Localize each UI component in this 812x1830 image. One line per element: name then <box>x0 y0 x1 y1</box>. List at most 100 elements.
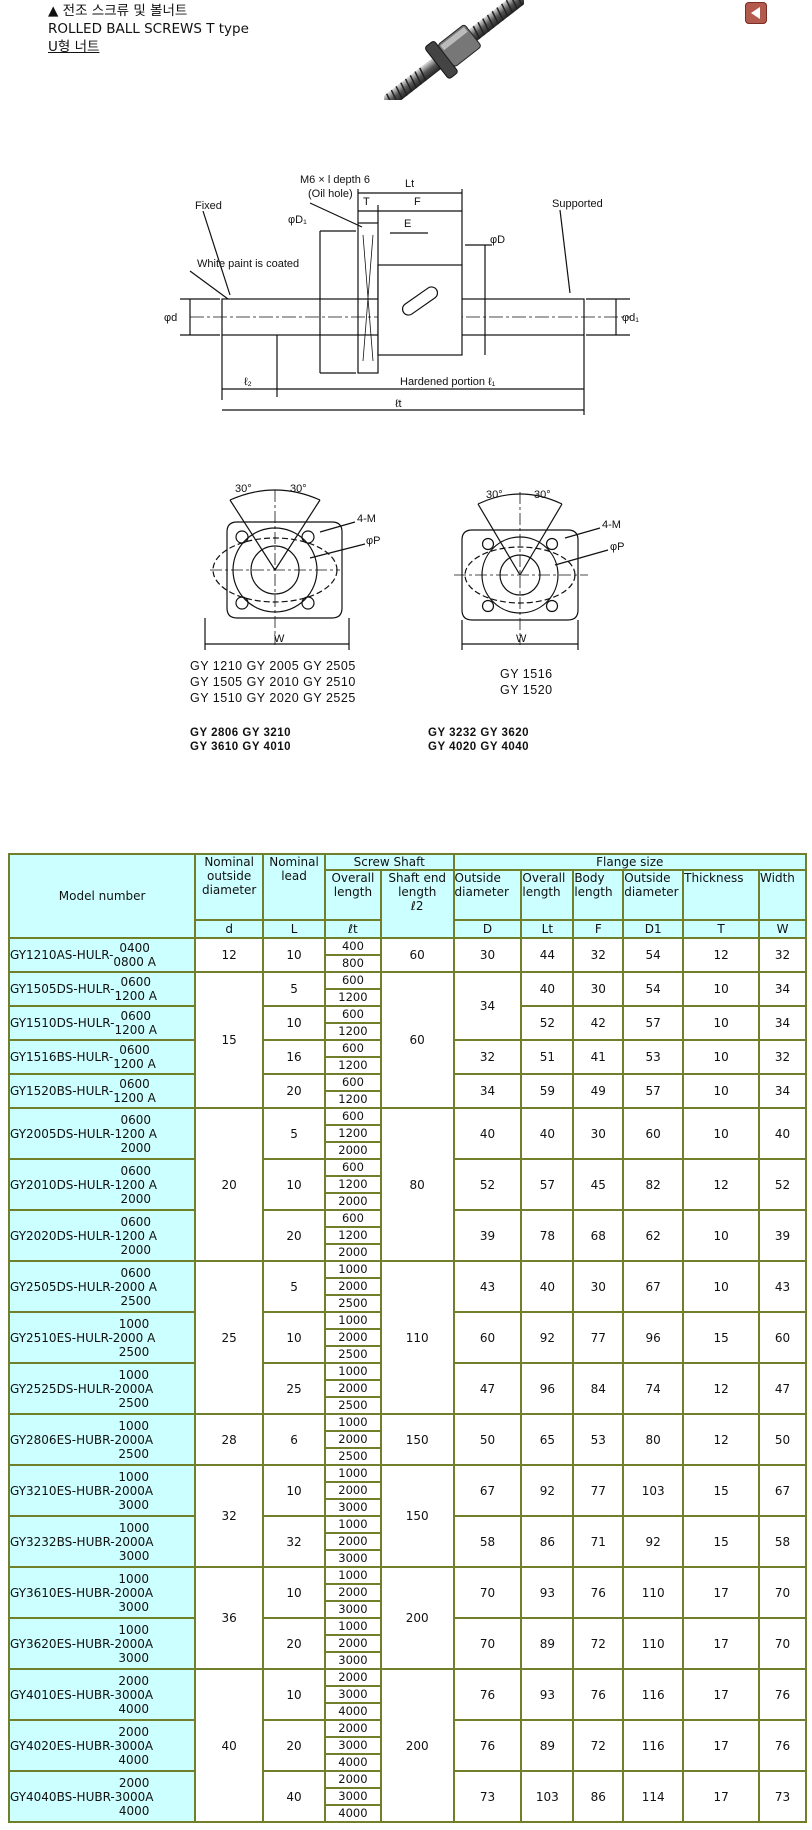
flange-d1: 82 <box>622 1158 685 1211</box>
sym-lt: ℓt <box>323 919 382 939</box>
label-lt: Lt <box>405 178 414 190</box>
overall-length: 3000 <box>323 1498 382 1517</box>
table-row: 3000 <box>9 1651 806 1670</box>
table-row: 4000 <box>9 1753 806 1772</box>
nominal-lead: 10 <box>262 1566 326 1619</box>
nominal-diameter: 40 <box>194 1668 265 1823</box>
flange-f: 42 <box>572 1005 625 1041</box>
overall-length: 1000 <box>323 1464 382 1483</box>
table-row: 3000 <box>9 1498 806 1517</box>
overall-length: 1200 <box>323 1090 382 1109</box>
col-flange-size: Flange size <box>452 853 808 871</box>
gy-list-c-line1: GY 2806 GY 3210 <box>190 727 291 739</box>
table-row: 2000 <box>9 1141 806 1160</box>
flange-d1: 110 <box>622 1566 685 1619</box>
nominal-diameter: 32 <box>194 1464 265 1568</box>
overall-length: 2000 <box>323 1719 382 1738</box>
flange-t: 17 <box>682 1719 761 1772</box>
model-suffix: 1200 A <box>114 1126 157 1141</box>
nominal-lead: 10 <box>262 1464 326 1517</box>
col-overall-length: Overall length <box>323 869 382 921</box>
flange-d1: 54 <box>622 937 685 973</box>
model-suffix: 2000 <box>118 1673 149 1688</box>
overall-length: 1200 <box>323 1226 382 1245</box>
flange-t: 17 <box>682 1770 761 1823</box>
overall-length: 1200 <box>323 988 382 1007</box>
model-suffix: 2500 <box>118 1344 150 1359</box>
overall-length: 1000 <box>323 1515 382 1534</box>
col-screw-shaft: Screw Shaft <box>323 853 455 871</box>
model-suffix: 0600 <box>120 1163 151 1178</box>
shaft-end-label: Shaft end length <box>388 871 447 899</box>
flange-f: 30 <box>572 1260 625 1313</box>
overall-length: 600 <box>323 971 382 990</box>
label-30-left: 30° <box>235 483 252 495</box>
overall-length: 600 <box>323 1209 382 1228</box>
model-suffix: 2500 <box>120 1293 151 1308</box>
flange-d1: 96 <box>622 1311 685 1364</box>
back-arrow-button[interactable] <box>745 2 767 24</box>
flange-t: 10 <box>682 1005 761 1041</box>
flange-f: 32 <box>572 937 625 973</box>
flange-d1: 67 <box>622 1260 685 1313</box>
header-nut-type: U형 너트 <box>48 38 249 56</box>
nominal-diameter: 15 <box>194 971 265 1109</box>
col-nominal-lead: Nominal lead <box>262 853 326 921</box>
page-header: ▲ 전조 스크류 및 볼너트 ROLLED BALL SCREWS T type… <box>48 2 249 56</box>
label-phid-small: φd <box>164 312 177 324</box>
table-row: 4000 <box>9 1702 806 1721</box>
outside-diameter: 39 <box>452 1209 523 1262</box>
model-suffix: 0800 A <box>113 955 156 969</box>
overall-length: 1000 <box>323 1260 382 1279</box>
flange-w: 70 <box>758 1566 807 1619</box>
model-suffix: 1200 A <box>113 1057 156 1071</box>
model-suffix: 0600 <box>120 975 151 989</box>
nominal-lead: 20 <box>262 1617 326 1670</box>
label-hardened: Hardened portion ℓ₁ <box>400 376 496 388</box>
overall-length: 600 <box>323 1039 382 1058</box>
flange-t: 15 <box>682 1515 761 1568</box>
outside-diameter: 34 <box>452 1073 523 1109</box>
flange-lt: 59 <box>520 1073 575 1109</box>
flange-t: 17 <box>682 1566 761 1619</box>
model-suffix: 4000 <box>118 1701 149 1716</box>
nominal-lead: 5 <box>262 1107 326 1160</box>
nominal-diameter: 28 <box>194 1413 265 1466</box>
nut-type-prefix: U형 <box>48 39 71 55</box>
model-suffix: 2000A <box>114 1381 154 1396</box>
flange-d1: 62 <box>622 1209 685 1262</box>
outside-diameter: 67 <box>452 1464 523 1517</box>
flange-f: 45 <box>572 1158 625 1211</box>
flange-w: 39 <box>758 1209 807 1262</box>
flange-f: 84 <box>572 1362 625 1415</box>
sym-Lt: Lt <box>520 919 575 939</box>
label-f: F <box>414 196 421 208</box>
flange-t: 10 <box>682 1039 761 1075</box>
outside-diameter: 70 <box>452 1566 523 1619</box>
col-outside-diameter-d1: Outside diameter <box>622 869 685 921</box>
flange-f: 41 <box>572 1039 625 1075</box>
model-suffix: 3000A <box>114 1789 154 1804</box>
model-suffix: 0600 <box>120 1214 151 1229</box>
table-row: 3000 <box>9 1787 806 1806</box>
model-name: GY3610ES-HUBR- <box>10 1585 115 1600</box>
